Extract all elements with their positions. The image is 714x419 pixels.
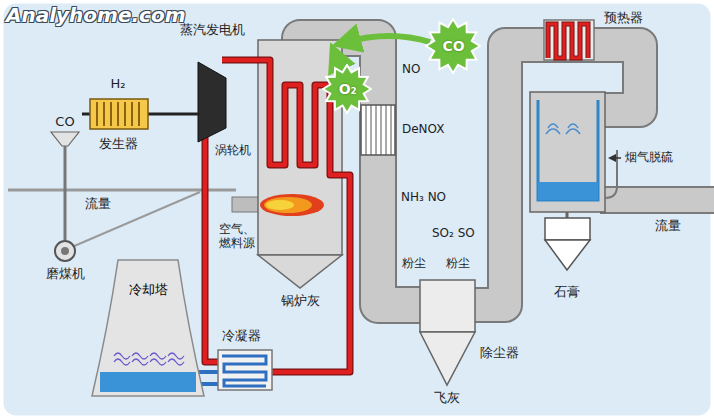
part-label: 除尘器 [480,345,519,361]
gypsum-hopper [545,240,590,270]
fgd-absorber [605,150,617,198]
water-pool [100,372,196,392]
preheater [548,24,588,58]
steam-wave [114,353,184,365]
denox-catalyst [366,105,391,155]
condenser [218,350,272,390]
part-label: H₂ [111,76,126,92]
fgd-arrow [610,157,621,159]
steam-pipe [205,60,350,372]
gypsum-hopper [545,212,590,270]
turbine [198,62,226,142]
tower-shell [92,260,204,396]
flame [260,194,324,216]
fuel-pipe [8,190,260,250]
flue-duct [470,45,640,305]
watermark: Analyhome.com [6,3,186,27]
denox-catalyst [361,105,395,155]
generator [82,99,200,129]
coal-funnel [61,247,69,255]
part-label: 石膏 [554,284,580,300]
generator [97,102,139,126]
part-label: 粉尘 [446,256,470,270]
dust-collector [420,280,475,385]
fgd-absorber [538,100,598,200]
fgd-absorber [530,92,605,212]
coal-funnel [64,146,67,240]
dust-collector [420,280,475,332]
part-label: 空气、燃料源 [219,222,257,251]
part-label: 飞灰 [434,390,460,406]
part-label: DeNOX [402,122,445,136]
cooling-tower-shape [88,258,208,398]
flue-duct [470,45,640,305]
part-label: NH₃ NO [401,190,446,204]
part-label: CO [55,114,74,130]
fgd-absorber [546,124,580,134]
boiler [258,255,342,288]
coal-funnel [51,132,79,146]
gas-star: O₂ [322,64,372,114]
denox-catalyst [361,105,395,155]
fuel-pipe [65,192,200,250]
fgd-arrow [610,158,621,159]
part-label: 流量 [655,218,681,234]
fgd-absorber [530,92,617,212]
part-label: 磨煤机 [46,266,85,282]
preheater [544,20,594,60]
steam-pipe [205,60,350,372]
steam-pipe [270,80,330,165]
fuel-pipe [232,197,260,212]
part-label: 预热器 [604,10,643,26]
star-shape [426,19,480,73]
steam-pipe [270,80,330,165]
gypsum-hopper [566,212,569,218]
coal-funnel [55,241,75,261]
part-label: 粉尘 [402,256,426,270]
gas-star: CO [425,18,481,74]
dust-collector [420,332,475,385]
gypsum-hopper [545,218,590,240]
part-label: 冷凝器 [222,328,261,344]
gas-arrow [346,36,430,42]
generator [90,99,148,129]
preheater [544,20,594,60]
node-label: 冷却塔 [129,282,168,298]
coal-funnel [51,132,79,261]
flame [260,194,324,216]
part-label: 蒸汽发电机 [180,22,245,38]
cooling-tower: 冷却塔 [88,258,208,398]
flame [264,197,312,213]
steam-pipe [205,60,350,372]
fgd-absorber [538,182,598,200]
node-label: CO [443,38,465,55]
part-label: SO₂ SO [432,226,475,240]
part-label: 发生器 [99,136,138,152]
node-label: O₂ [339,81,357,98]
part-label: 涡轮机 [215,143,251,157]
turbine [198,62,226,142]
part-label: 烟气脱硫 [625,150,673,164]
star-shape [323,65,371,113]
flame [266,200,294,210]
preheater [548,24,588,58]
part-label: NO [402,62,420,76]
part-label: 流量 [85,196,111,212]
condenser [222,356,266,386]
part-label: 锅炉灰 [281,293,320,309]
gas-arrow [336,56,342,70]
flue-duct [300,38,714,305]
